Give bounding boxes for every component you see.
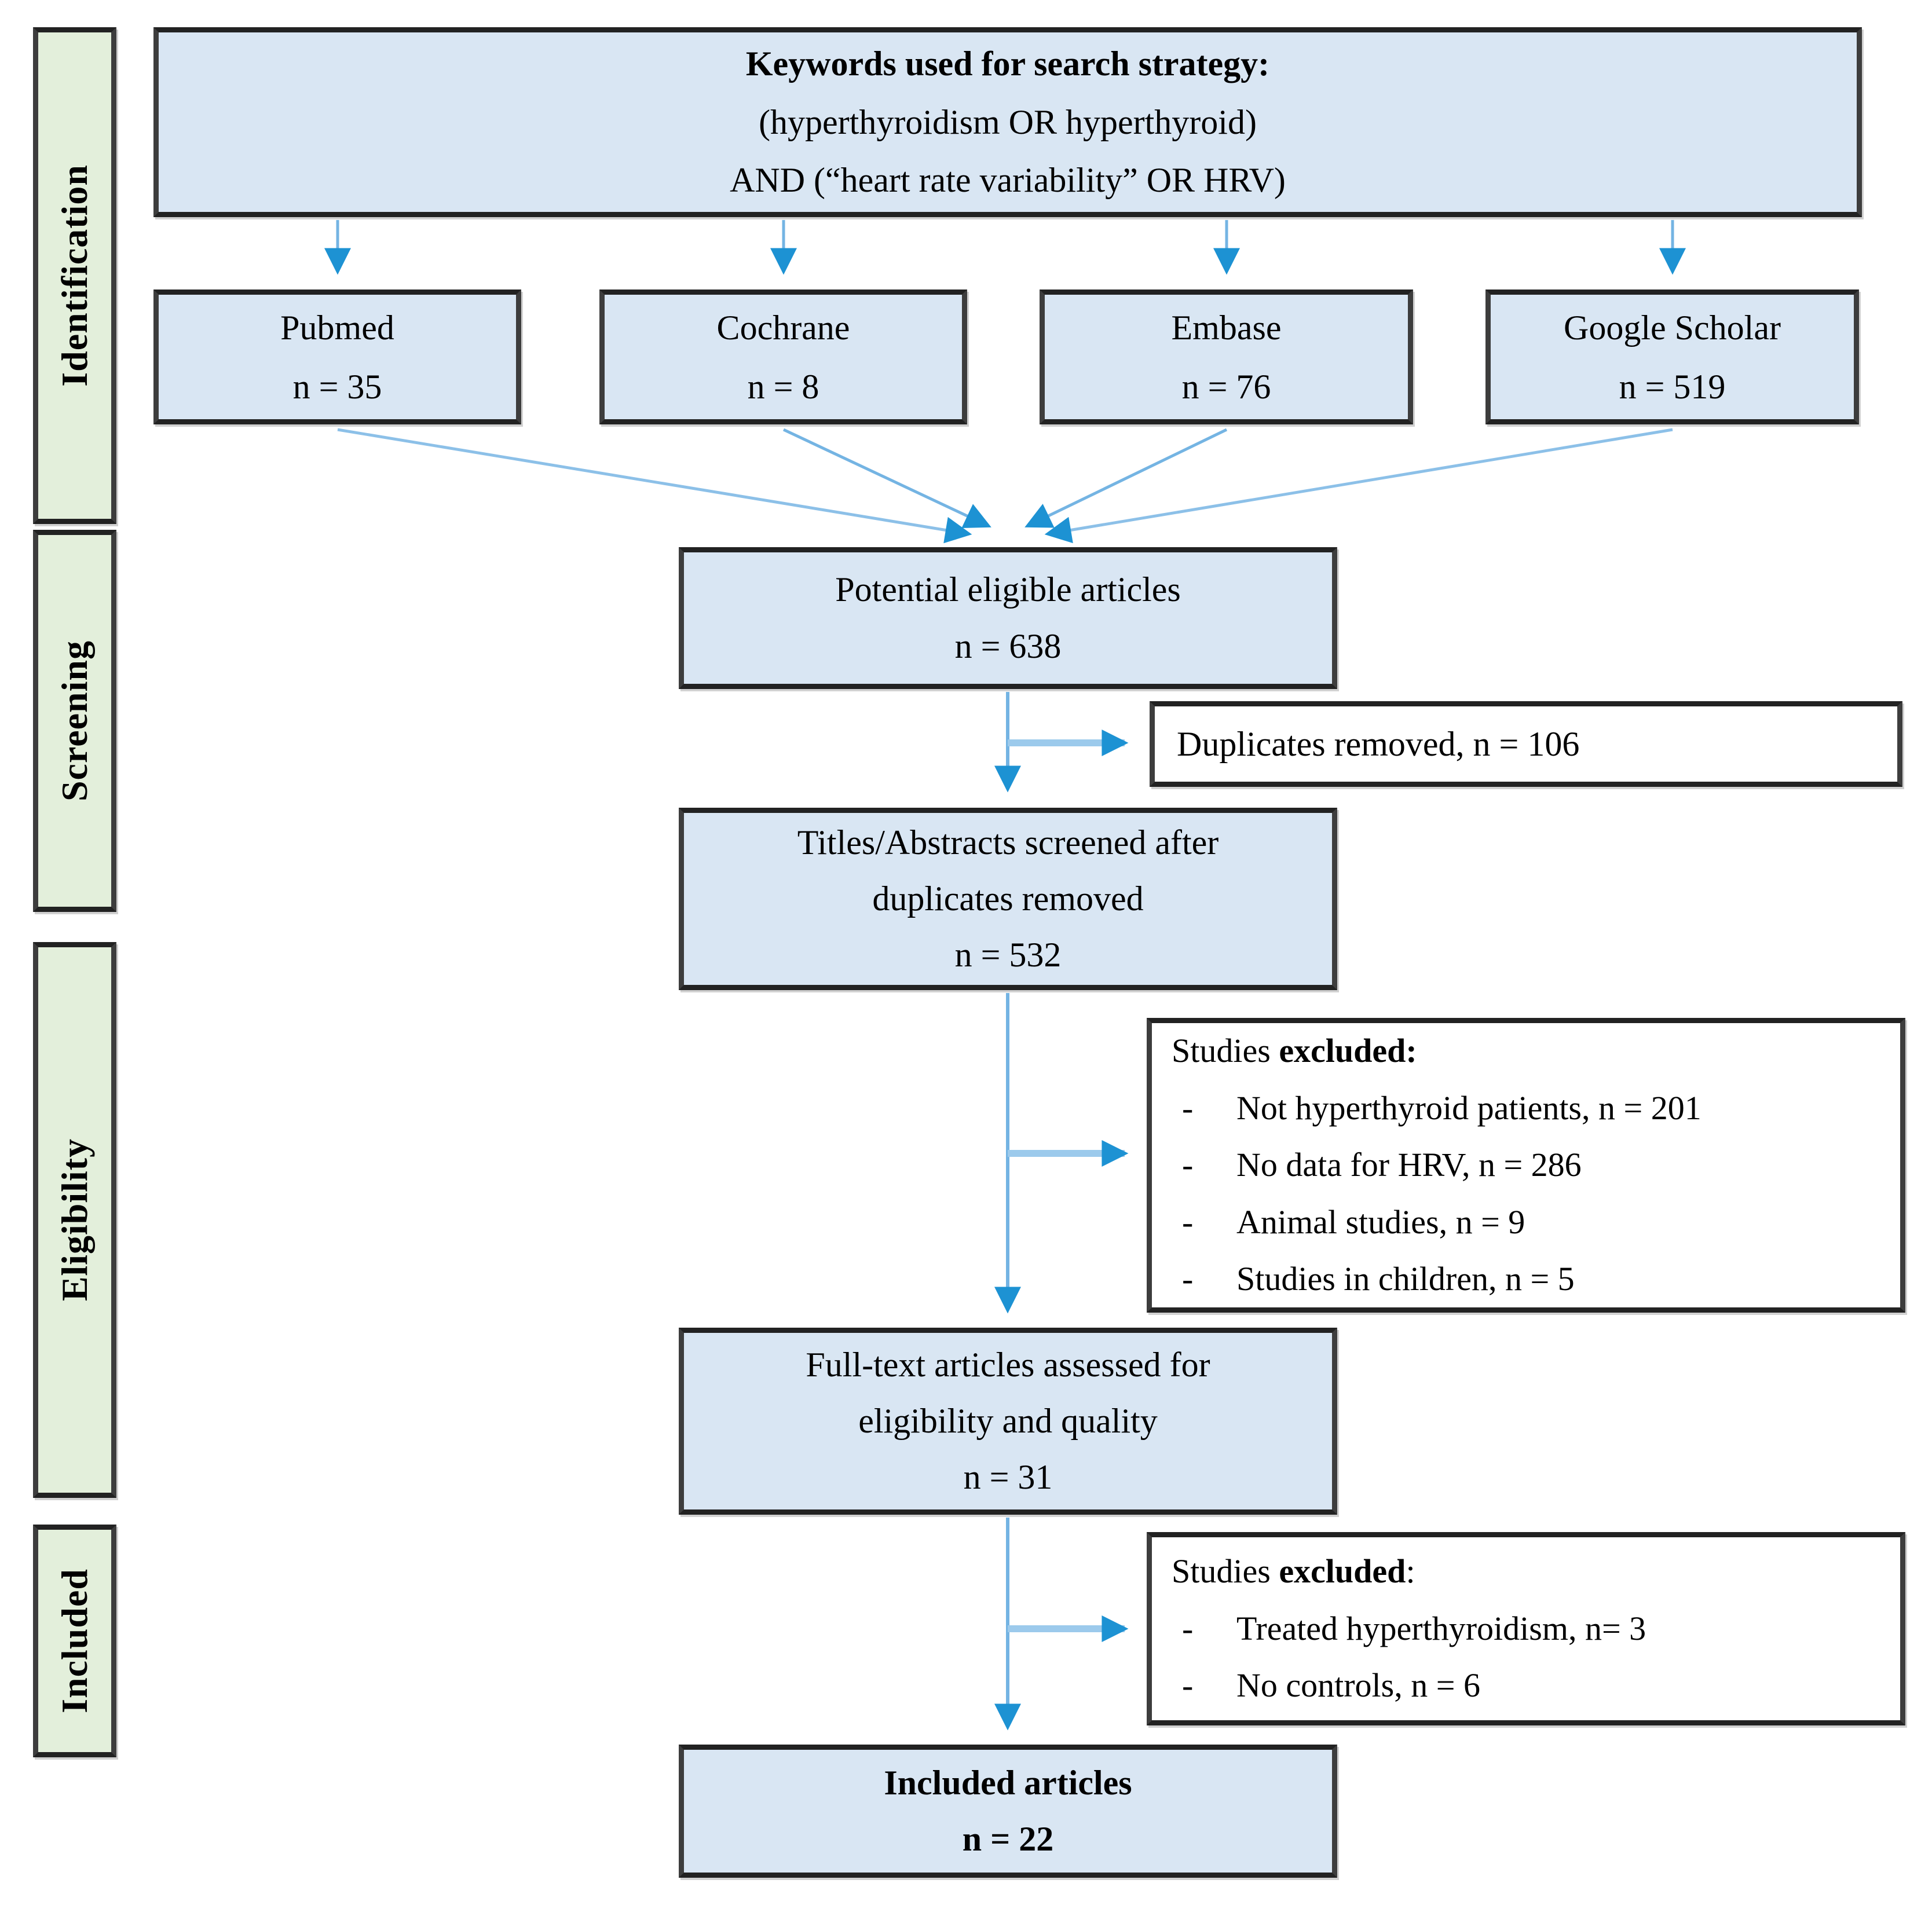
titles-abstracts-line-1: Titles/Abstracts screened after <box>797 823 1219 862</box>
fulltext-assessed-box: Full-text articles assessed for eligibil… <box>679 1328 1337 1515</box>
database-box-embase: Embase n = 76 <box>1040 290 1413 424</box>
potential-eligible-count: n = 638 <box>954 626 1062 665</box>
database-name: Pubmed <box>280 308 394 347</box>
studies-excluded-list: Not hyperthyroid patients, n = 201No dat… <box>1172 1080 1702 1308</box>
database-count: n = 519 <box>1619 367 1726 406</box>
excluded-item: Treated hyperthyroidism, n= 3 <box>1172 1600 1646 1658</box>
database-count: n = 35 <box>292 367 382 406</box>
database-name: Google Scholar <box>1564 308 1781 347</box>
excluded-item: No data for HRV, n = 286 <box>1172 1137 1702 1194</box>
studies-excluded-box-1: Studies excluded: Not hyperthyroid patie… <box>1147 1018 1905 1313</box>
studies-excluded-header: Studies excluded: <box>1172 1543 1415 1600</box>
arrow-google-scholar-to-potential <box>1044 428 1673 544</box>
excluded-item: Animal studies, n = 9 <box>1172 1194 1702 1251</box>
phase-included: Included <box>33 1525 116 1757</box>
keywords-line-2: AND (“heart rate variability” OR HRV) <box>730 161 1286 200</box>
titles-abstracts-line-2: duplicates removed <box>872 879 1144 918</box>
phase-screening: Screening <box>33 530 116 912</box>
duplicates-removed-box: Duplicates removed, n = 106 <box>1150 701 1902 787</box>
potential-eligible-text: Potential eligible articles <box>835 570 1181 609</box>
studies-excluded-box-2: Studies excluded: Treated hyperthyroidis… <box>1147 1532 1905 1725</box>
phase-identification-label: Identification <box>54 164 95 387</box>
titles-abstracts-box: Titles/Abstracts screened after duplicat… <box>679 808 1337 990</box>
phase-screening-label: Screening <box>54 640 95 802</box>
phase-eligibility: Eligibility <box>33 942 116 1498</box>
included-articles-box: Included articles n = 22 <box>679 1745 1337 1878</box>
titles-abstracts-count: n = 532 <box>954 936 1062 974</box>
phase-identification: Identification <box>33 27 116 524</box>
fulltext-assessed-count: n = 31 <box>963 1458 1053 1497</box>
database-count: n = 8 <box>747 367 819 406</box>
phase-eligibility-label: Eligibility <box>54 1138 95 1302</box>
studies-excluded-list: Treated hyperthyroidism, n= 3No controls… <box>1172 1600 1646 1714</box>
database-name: Cochrane <box>716 308 850 347</box>
keywords-box: Keywords used for search strategy: (hype… <box>153 27 1862 217</box>
studies-excluded-header-prefix: Studies <box>1172 1032 1279 1070</box>
excluded-item: Not hyperthyroid patients, n = 201 <box>1172 1080 1702 1137</box>
excluded-item: No controls, n = 6 <box>1172 1657 1646 1714</box>
arrow-cochrane-to-potential <box>782 428 991 528</box>
database-box-google-scholar: Google Scholar n = 519 <box>1485 290 1859 424</box>
arrow-embase-to-potential <box>1024 428 1228 528</box>
database-name: Embase <box>1171 308 1282 347</box>
studies-excluded-header-suffix: : <box>1406 1552 1415 1591</box>
excluded-item: Studies in children, n = 5 <box>1172 1251 1702 1308</box>
studies-excluded-header-bold: excluded: <box>1279 1032 1417 1070</box>
database-box-cochrane: Cochrane n = 8 <box>599 290 967 424</box>
fulltext-assessed-line-2: eligibility and quality <box>858 1401 1158 1440</box>
phase-included-label: Included <box>54 1569 95 1713</box>
database-count: n = 76 <box>1181 367 1271 406</box>
duplicates-removed-text: Duplicates removed, n = 106 <box>1177 724 1580 763</box>
studies-excluded-header-bold: excluded <box>1279 1552 1406 1591</box>
database-box-pubmed: Pubmed n = 35 <box>153 290 521 424</box>
keywords-line-1: (hyperthyroidism OR hyperthyroid) <box>759 102 1257 141</box>
potential-eligible-box: Potential eligible articles n = 638 <box>679 547 1337 689</box>
studies-excluded-header: Studies excluded: <box>1172 1023 1417 1080</box>
studies-excluded-header-prefix: Studies <box>1172 1552 1279 1591</box>
included-articles-count: n = 22 <box>962 1820 1054 1858</box>
keywords-title: Keywords used for search strategy: <box>745 44 1270 83</box>
included-articles-text: Included articles <box>884 1763 1132 1802</box>
fulltext-assessed-line-1: Full-text articles assessed for <box>806 1345 1210 1384</box>
arrow-pubmed-to-potential <box>337 428 972 544</box>
